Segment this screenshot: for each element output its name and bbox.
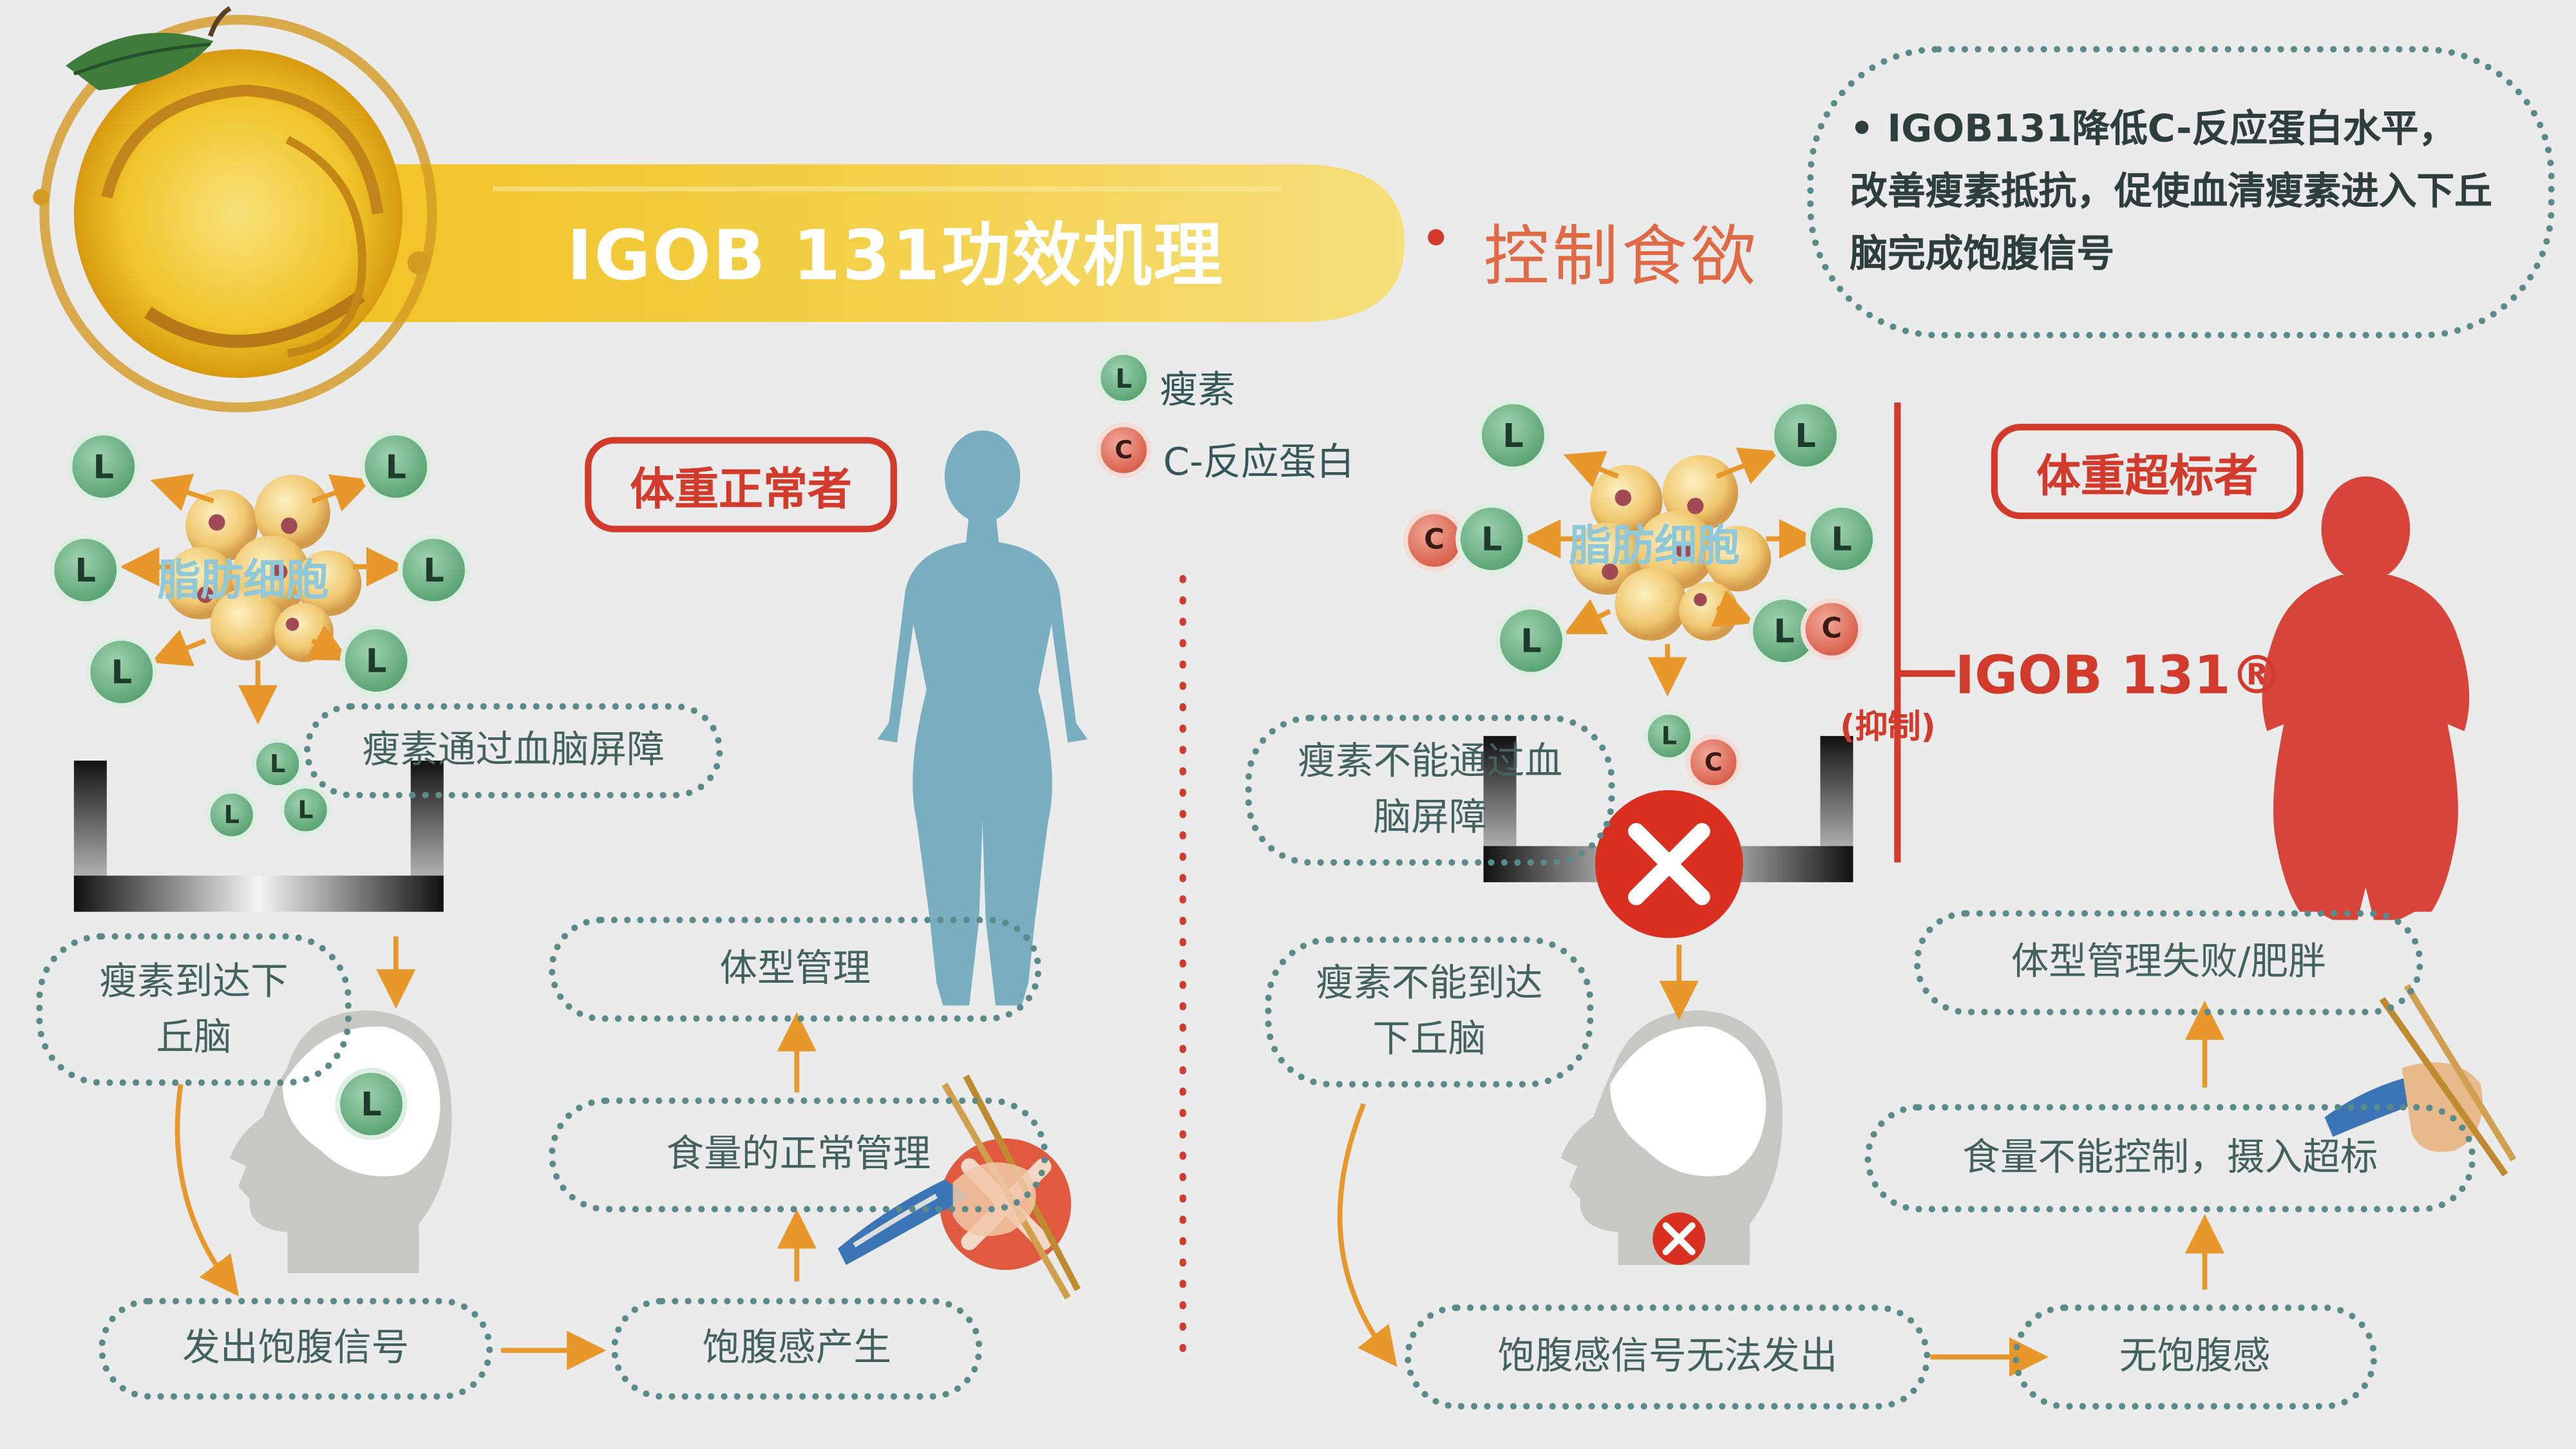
leptin-molecule: L bbox=[1477, 399, 1549, 472]
right-reach-box: 瘦素不能到达 下丘脑 bbox=[1265, 936, 1594, 1088]
legend-leptin-icon: L bbox=[1095, 350, 1152, 406]
right-shape-text: 体型管理失败/肥胖 bbox=[2011, 941, 2326, 985]
leptin-molecule: L bbox=[67, 430, 140, 503]
right-reach-text: 瘦素不能到达 下丘脑 bbox=[1316, 962, 1543, 1061]
igob-inhibit-marker bbox=[1894, 402, 1955, 863]
right-flow-arrows bbox=[1337, 944, 2225, 1377]
subtitle: 控制食欲 bbox=[1483, 220, 1760, 296]
right-signal-text: 饱腹感信号无法发出 bbox=[1497, 1335, 1838, 1379]
leptin-molecule: L bbox=[251, 737, 304, 791]
overweight-figure-icon bbox=[2262, 476, 2470, 920]
left-intake-box: 食量的正常管理 bbox=[549, 1097, 1048, 1213]
left-fat-cells-icon bbox=[164, 475, 362, 663]
leptin-molecule: L bbox=[49, 534, 122, 607]
igob-action: (抑制) bbox=[1840, 706, 1936, 746]
legend-crp-icon: C bbox=[1095, 422, 1152, 478]
leptin-molecule: L bbox=[359, 430, 432, 503]
left-leptin-release-arrows bbox=[120, 473, 406, 724]
right-bbb-text: 瘦素不能通过血 脑屏障 bbox=[1298, 741, 1563, 840]
left-satiety-box: 饱腹感产生 bbox=[611, 1298, 983, 1400]
leptin-molecule: L bbox=[1455, 502, 1528, 575]
lemon-logo-icon bbox=[33, 6, 437, 413]
right-intake-box: 食量不能控制，摄入超标 bbox=[1864, 1104, 2476, 1213]
right-shape-box: 体型管理失败/肥胖 bbox=[1913, 910, 2423, 1016]
normal-weight-badge: 体重正常者 bbox=[585, 437, 897, 533]
subtitle-bullet: • bbox=[1419, 207, 1453, 273]
left-shape-text: 体型管理 bbox=[719, 947, 871, 991]
left-intake-text: 食量的正常管理 bbox=[666, 1133, 931, 1177]
leptin-molecule: L bbox=[1748, 594, 1821, 667]
normal-weight-figure-icon bbox=[877, 430, 1088, 1006]
leptin-molecule: L bbox=[1495, 604, 1567, 677]
left-signal-box: 发出饱腹信号 bbox=[99, 1298, 493, 1400]
leptin-molecule: L bbox=[279, 783, 332, 837]
leptin-molecule: L bbox=[340, 624, 413, 697]
igob-label: IGOB 131® bbox=[1955, 643, 2284, 706]
left-satiety-text: 饱腹感产生 bbox=[702, 1327, 891, 1370]
legend-crp-label: C-反应蛋白 bbox=[1163, 442, 1354, 485]
left-flow-arrows bbox=[175, 936, 817, 1370]
leptin-in-brain: L bbox=[335, 1068, 408, 1141]
left-fat-cells-label: 脂肪细胞 bbox=[157, 556, 329, 607]
right-satiety-box: 无饱腹感 bbox=[2012, 1304, 2378, 1410]
left-bbb-box: 瘦素通过血脑屏障 bbox=[303, 703, 723, 799]
left-reach-box: 瘦素到达下 丘脑 bbox=[36, 933, 352, 1086]
left-blood-brain-barrier bbox=[73, 761, 444, 912]
overweight-badge: 体重超标者 bbox=[1991, 424, 2304, 520]
left-signal-text: 发出饱腹信号 bbox=[182, 1327, 410, 1370]
mechanism-note: • IGOB131降低C-反应蛋白水平， 改善瘦素抵抗，促使血清瘦素进入下丘 脑… bbox=[1807, 46, 2555, 339]
crp-molecule: C bbox=[1685, 734, 1742, 791]
leptin-molecule: L bbox=[205, 788, 258, 842]
page-title: IGOB 131功效机理 bbox=[567, 215, 1224, 296]
mechanism-note-text: • IGOB131降低C-反应蛋白水平， 改善瘦素抵抗，促使血清瘦素进入下丘 脑… bbox=[1850, 108, 2492, 276]
legend-leptin-label: 瘦素 bbox=[1160, 369, 1236, 413]
left-shape-box: 体型管理 bbox=[549, 916, 1042, 1022]
left-bbb-text: 瘦素通过血脑屏障 bbox=[362, 729, 665, 772]
right-bbb-box: 瘦素不能通过血 脑屏障 bbox=[1245, 714, 1615, 866]
right-intake-text: 食量不能控制，摄入超标 bbox=[1962, 1137, 2378, 1180]
leptin-molecule: L bbox=[1805, 502, 1878, 575]
right-fat-cells-label: 脂肪细胞 bbox=[1569, 522, 1740, 572]
leptin-molecule: L bbox=[1769, 399, 1842, 472]
leptin-molecule: L bbox=[85, 636, 158, 708]
right-signal-box: 饱腹感信号无法发出 bbox=[1405, 1304, 1931, 1410]
leptin-molecule: L bbox=[397, 534, 470, 607]
right-head-icon bbox=[1560, 1010, 1783, 1265]
left-reach-text: 瘦素到达下 丘脑 bbox=[99, 960, 289, 1059]
right-satiety-text: 无饱腹感 bbox=[2119, 1335, 2271, 1379]
title-banner bbox=[246, 164, 1405, 322]
leptin-molecule: L bbox=[1643, 710, 1696, 762]
crp-molecule: C bbox=[1800, 598, 1863, 661]
right-leptin-release-arrows bbox=[1521, 447, 1819, 697]
blocked-x-icon bbox=[1595, 790, 1743, 938]
